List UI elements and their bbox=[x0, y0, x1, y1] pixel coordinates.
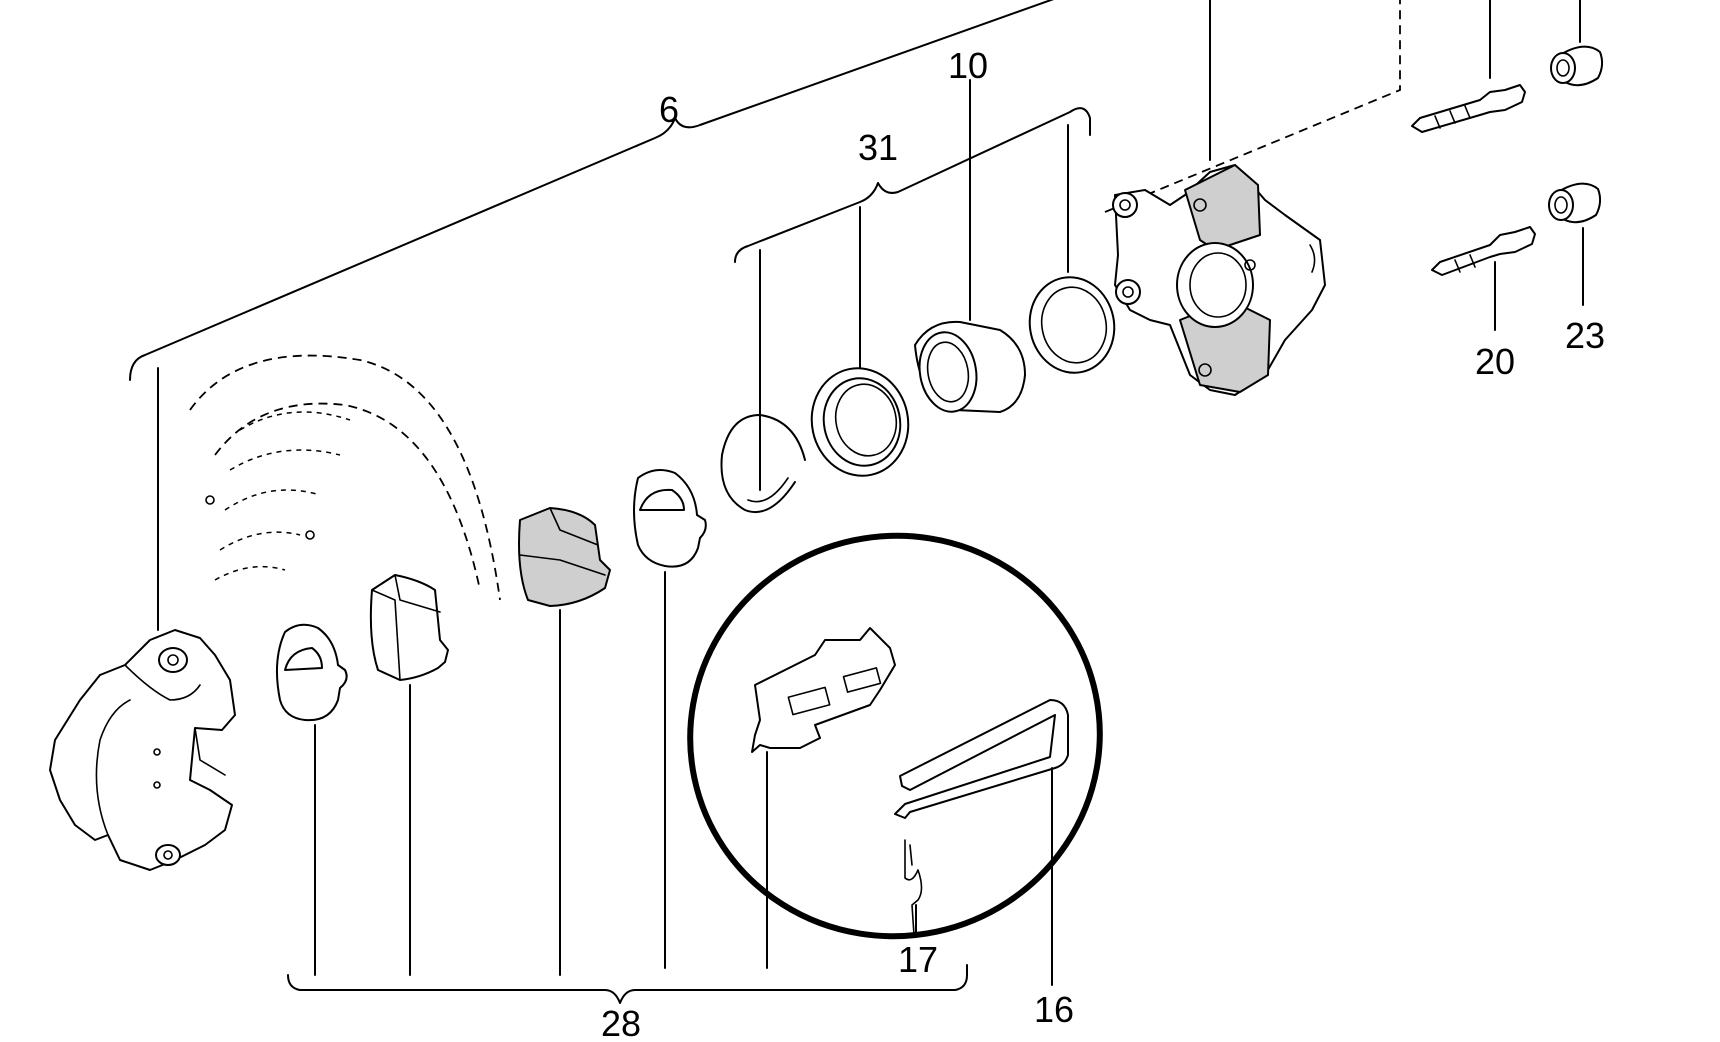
brake-pad-left bbox=[369, 574, 449, 976]
callout-16: 16 bbox=[1034, 989, 1074, 1030]
bleeder-cap-lower: 23 bbox=[1548, 182, 1605, 356]
seal-ring bbox=[720, 414, 806, 514]
bleeder-cap-upper bbox=[1550, 0, 1604, 87]
brake-disc-dashed bbox=[189, 354, 501, 601]
anti-squeal-shim-left bbox=[276, 623, 348, 976]
anti-squeal-shim-center bbox=[633, 468, 707, 969]
hardware-detail-circle: 17 16 bbox=[687, 532, 1103, 1030]
caliper-inner-half bbox=[1104, 0, 1401, 396]
callout-20: 20 bbox=[1475, 341, 1515, 382]
piston-seal bbox=[1028, 276, 1116, 374]
callout-17: 17 bbox=[898, 939, 938, 980]
bracket-6: 6 bbox=[129, 0, 1054, 631]
piston bbox=[914, 320, 1026, 413]
callout-28: 28 bbox=[601, 1003, 641, 1042]
callout-31: 31 bbox=[858, 127, 898, 168]
bracket-31: 31 bbox=[734, 107, 1091, 491]
bleeder-valve-upper bbox=[1411, 0, 1526, 133]
callout-10-leader: 10 bbox=[948, 45, 988, 321]
callout-23: 23 bbox=[1565, 315, 1605, 356]
callout-6: 6 bbox=[659, 89, 679, 130]
bracket-28: 28 bbox=[287, 964, 968, 1042]
brake-pad-center bbox=[518, 507, 611, 976]
callout-10: 10 bbox=[948, 45, 988, 86]
dust-boot bbox=[810, 367, 910, 477]
caliper-outer-half bbox=[49, 629, 236, 871]
bleeder-valve-lower: 20 bbox=[1431, 226, 1536, 382]
